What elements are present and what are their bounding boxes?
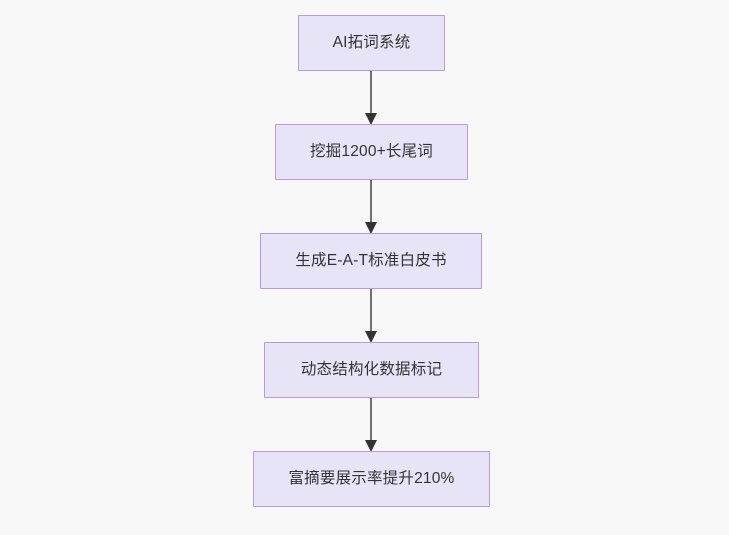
flow-node-label: 挖掘1200+长尾词 [309, 142, 434, 160]
flow-edge-n2-n3 [361, 178, 381, 235]
flow-node-label: 富摘要展示率提升210% [288, 469, 455, 487]
flow-node-generate-eat-whitepaper[interactable]: 生成E-A-T标准白皮书 [260, 233, 482, 289]
flow-edge-n3-n4 [361, 287, 381, 344]
flow-node-label: 动态结构化数据标记 [300, 360, 443, 378]
flow-edge-n4-n5 [361, 396, 381, 453]
flow-node-mine-longtail-keywords[interactable]: 挖掘1200+长尾词 [275, 124, 468, 180]
flow-node-dynamic-structured-data-markup[interactable]: 动态结构化数据标记 [264, 342, 479, 398]
flow-node-rich-snippet-rate-increase[interactable]: 富摘要展示率提升210% [253, 451, 490, 507]
flow-node-ai-keyword-system[interactable]: AI拓词系统 [298, 15, 445, 71]
flow-node-label: 生成E-A-T标准白皮书 [295, 251, 447, 269]
flow-edge-n1-n2 [361, 69, 381, 126]
flow-node-label: AI拓词系统 [332, 33, 411, 51]
